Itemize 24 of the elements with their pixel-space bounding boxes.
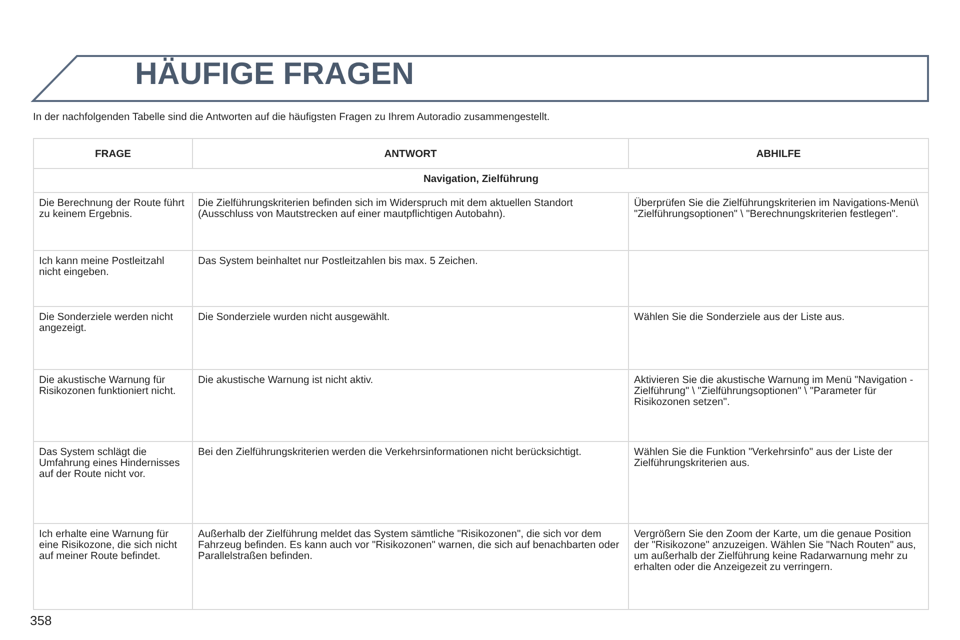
table-cell-text: Aktivieren Sie die akustische Warnung im Menü "Navigation - Zielführung" \ "Zielführungsoptionen" \ "Parameter für Risikozonen setzen". (633, 374, 914, 408)
table-cell-text: Die Zielführungskriterien befinden sich im Widerspruch mit dem aktuellen Standort (Ausschluss von Mautstrecken auf einer mautpflichtigen Autobahn). (197, 197, 574, 220)
table-cell-text: Ich erhalte eine Warnung für eine Risikozone, die sich nicht auf meiner Route befindet. (38, 528, 178, 562)
table-cell-text: Das System beinhaltet nur Postleitzahlen bis max. 5 Zeichen. (197, 255, 479, 268)
page-title: HÄUFIGE FRAGEN (135, 56, 414, 92)
table-cell-text: Überprüfen Sie die Zielführungskriterien im Navigations-Menü\ "Zielführungsoptionen" \ "Berechnungskriterien festlegen". (633, 196, 920, 220)
table-cell-text: Das System schlägt die Umfahrung eines Hindernisses auf der Route nicht vor. (38, 446, 181, 480)
column-header: ABHILFE (755, 148, 802, 160)
table-cell-text: Wählen Sie die Sonderziele aus der Liste aus. (633, 311, 846, 324)
column-header: FRAGE (94, 148, 132, 160)
table-cell-text: Die Berechnung der Route führt zu keinem Ergebnis. (38, 197, 186, 220)
table-cell-text: Die akustische Warnung ist nicht aktiv. (197, 374, 374, 386)
table-cell-text: Die akustische Warnung für Risikozonen funktioniert nicht. (38, 374, 177, 398)
table-cell-text: Vergrößern Sie den Zoom der Karte, um die genaue Position der "Risikozone" anzuzeigen. Wählen Sie "Nach Routen" aus, um außerhalb der Zielführung keine Radarwarnung mehr zu erhalten oder die Anzeigezeit zu verringern. (633, 528, 917, 574)
column-header: ANTWORT (383, 148, 438, 160)
page-number: 358 (30, 613, 52, 628)
section-heading: Navigation, Zielführung (422, 173, 540, 186)
table-cell-text: Bei den Zielführungskriterien werden die Verkehrsinformationen nicht berücksichtigt. (197, 446, 582, 458)
intro-text: In der nachfolgenden Tabelle sind die Antworten auf die häufigsten Fragen zu Ihrem Autoradio zusammengestellt. (33, 112, 550, 123)
table-cell-text: Ich kann meine Postleitzahl nicht eingeben. (38, 255, 166, 278)
table-cell-text: Die Sonderziele wurden nicht ausgewählt. (197, 311, 391, 324)
table-cell-text: Außerhalb der Zielführung meldet das System sämtliche "Risikozonen", die sich vor dem Fahrzeug befinden. Es kann auch vor "Risikozonen" warnen, die sich auf benachbarten oder Parallelstraßen befinden. (197, 528, 620, 562)
table-cell-text: Die Sonderziele werden nicht angezeigt. (38, 311, 174, 334)
table-cell-text: Wählen Sie die Funktion "Verkehrsinfo" aus der Liste der Zielführungskriterien aus. (633, 446, 894, 470)
